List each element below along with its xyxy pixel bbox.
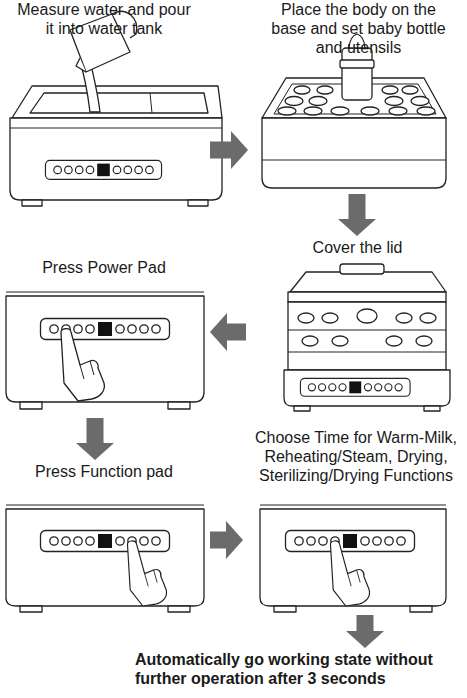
result-note: Automatically go working state without f… <box>135 650 465 694</box>
tank-divider <box>150 93 152 113</box>
machine-foot <box>22 200 42 206</box>
step-panel: Measure water and pour it into water tan… <box>0 0 208 215</box>
flow-arrow <box>210 313 246 351</box>
transparent-body <box>288 302 446 370</box>
utensil <box>357 309 377 323</box>
machine-foot <box>410 606 432 612</box>
machine-base <box>6 509 204 606</box>
lid-rim <box>288 292 446 302</box>
control-panel <box>41 319 170 340</box>
machine-base <box>6 296 204 402</box>
bottle-collar <box>340 60 374 68</box>
body-seam <box>262 160 446 161</box>
result-text: Automatically go working state without f… <box>135 650 465 688</box>
utensil <box>389 107 407 115</box>
base-top-edge <box>6 292 204 293</box>
utensil <box>309 97 327 106</box>
utensil <box>420 313 436 323</box>
utensil <box>298 313 314 323</box>
sterilizer-rack <box>262 34 446 188</box>
utensil <box>302 336 318 346</box>
top-face <box>12 86 222 118</box>
base-front-function <box>6 505 204 612</box>
utensil <box>294 86 310 94</box>
machine-foot <box>274 606 296 612</box>
water-tank-opening <box>30 93 208 113</box>
utensil <box>386 336 402 346</box>
control-panel <box>45 160 161 179</box>
step-panel: Choose Time for Warm-Milk, Reheating/Ste… <box>245 428 467 613</box>
utensil <box>332 336 348 346</box>
utensil <box>278 107 296 115</box>
utensil <box>285 97 303 106</box>
machine-foot <box>20 402 42 409</box>
step-panel: Press Power Pad <box>0 258 208 416</box>
step-caption: Press Function pad <box>4 462 204 481</box>
step-caption: Place the body on the base and set baby … <box>269 0 449 57</box>
step-panel: Cover the lid <box>248 238 467 412</box>
utensil <box>331 107 349 115</box>
pressing-finger <box>61 329 104 401</box>
step-caption: Choose Time for Warm-Milk, Reheating/Ste… <box>251 428 461 485</box>
machine-foot <box>20 606 42 612</box>
utensil <box>361 107 379 115</box>
utensil <box>304 107 322 115</box>
pressing-finger <box>330 541 369 606</box>
utensil <box>417 107 435 115</box>
rack-level <box>288 352 446 353</box>
machine-foot <box>168 606 190 612</box>
step-caption: Cover the lid <box>258 238 458 257</box>
pressing-finger <box>127 541 166 606</box>
machine-base <box>260 509 446 606</box>
base-front-power <box>6 292 204 409</box>
utensil <box>385 97 403 106</box>
lid-handle <box>340 264 384 274</box>
machine-foot <box>188 200 208 206</box>
utensil <box>402 86 418 94</box>
flow-arrow <box>76 418 114 460</box>
step-panel: Press Function pad <box>0 462 208 613</box>
flow-arrow <box>346 615 384 648</box>
machine-body <box>10 118 222 200</box>
flow-arrow <box>338 194 376 236</box>
step-caption: Press Power Pad <box>4 258 204 277</box>
base-top-edge <box>260 505 446 506</box>
rack-level <box>288 330 446 331</box>
base-front-time <box>260 505 446 612</box>
utensil <box>411 97 429 106</box>
utensil <box>396 313 412 323</box>
step-caption: Measure water and pour it into water tan… <box>14 0 194 38</box>
machine-foot <box>294 406 310 411</box>
machine-foot <box>168 402 190 409</box>
base-top-edge <box>6 505 204 506</box>
utensil <box>416 336 432 346</box>
machine-base <box>284 370 450 406</box>
utensil <box>317 86 333 94</box>
lid-top <box>290 272 446 292</box>
sterilizer-open <box>10 11 222 206</box>
pitcher-spout <box>76 58 86 72</box>
sterilizer-closed <box>284 264 450 411</box>
machine-body <box>262 118 446 188</box>
flow-arrow <box>210 131 248 169</box>
utensil <box>382 86 398 94</box>
step-panel: Place the body on the base and set baby … <box>250 0 467 192</box>
flow-arrow <box>210 521 243 559</box>
control-panel <box>300 378 410 396</box>
control-panel <box>286 531 415 552</box>
machine-foot <box>424 406 440 411</box>
utensil <box>322 313 338 323</box>
body-seam <box>10 128 222 129</box>
control-panel <box>41 531 170 552</box>
